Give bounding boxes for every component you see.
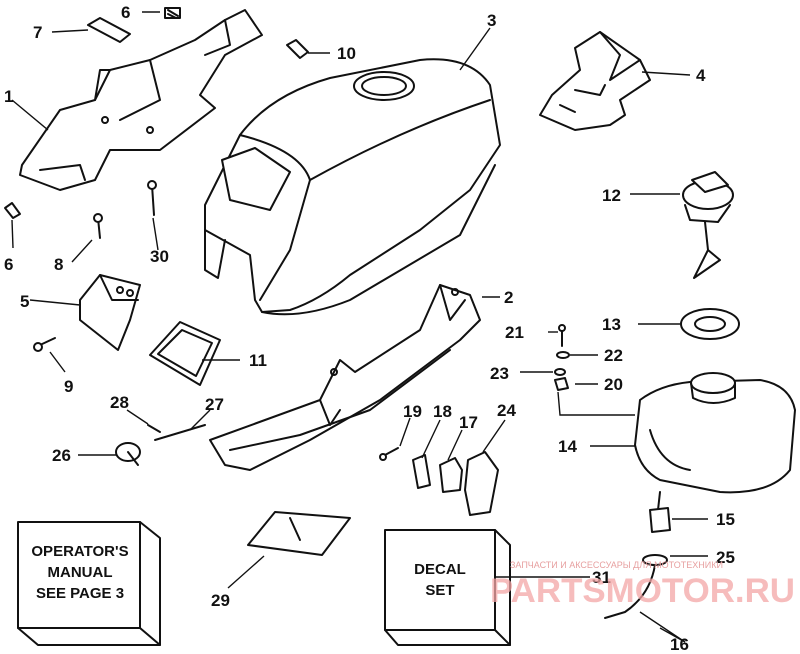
operator-manual-box: OPERATOR'S MANUAL SEE PAGE 3 bbox=[17, 521, 161, 646]
callout-3: 3 bbox=[487, 11, 496, 30]
callout-12: 12 bbox=[602, 186, 621, 205]
washer-part-22 bbox=[556, 351, 570, 359]
callout-1: 1 bbox=[4, 87, 13, 106]
screw-part-6-left bbox=[4, 202, 21, 219]
gasket-part-13 bbox=[680, 308, 740, 340]
pin-part-28 bbox=[147, 424, 161, 433]
callout-25: 25 bbox=[716, 548, 735, 567]
callout-22: 22 bbox=[604, 346, 623, 365]
watermark-tagline: ЗАПЧАСТИ И АКСЕССУАРЫ ДЛЯ МОТОТЕХНИКИ bbox=[510, 560, 723, 570]
pin-part-27 bbox=[154, 424, 206, 441]
callout-17: 17 bbox=[459, 413, 478, 432]
clip-part-7 bbox=[87, 17, 131, 43]
callout-29: 29 bbox=[211, 591, 230, 610]
callout-numbers: 1 2 3 4 5 6 6 7 8 9 10 11 12 13 14 15 16… bbox=[4, 3, 735, 654]
callout-7: 7 bbox=[33, 23, 42, 42]
callout-6-top: 6 bbox=[121, 3, 130, 22]
mount-part-5 bbox=[79, 274, 141, 351]
fuel-cap-part-12 bbox=[682, 171, 734, 279]
grommet-part-10 bbox=[286, 39, 309, 59]
callout-14: 14 bbox=[558, 437, 577, 456]
lower-pan-part-2 bbox=[209, 284, 481, 471]
callout-5: 5 bbox=[20, 292, 29, 311]
latch-part-17 bbox=[439, 457, 463, 493]
callout-13: 13 bbox=[602, 315, 621, 334]
leader-lines bbox=[11, 11, 708, 643]
latch-cover-part-24 bbox=[464, 451, 499, 516]
operator-manual-line1: OPERATOR'S bbox=[31, 543, 128, 560]
callout-11: 11 bbox=[249, 351, 267, 370]
callout-26: 26 bbox=[52, 446, 71, 465]
callout-20: 20 bbox=[604, 375, 623, 394]
decal-set-line1: DECAL bbox=[414, 561, 466, 578]
nut-part-20 bbox=[554, 377, 569, 391]
watermark: ЗАПЧАСТИ И АКСЕССУАРЫ ДЛЯ МОТОТЕХНИКИ PA… bbox=[490, 560, 795, 610]
screw-part-6-top bbox=[164, 7, 181, 19]
engine-cover-part-3 bbox=[204, 58, 501, 316]
washer-part-23 bbox=[554, 368, 566, 376]
decal-set-line2: SET bbox=[425, 582, 454, 599]
callout-28: 28 bbox=[110, 393, 129, 412]
fuel-tank-part-14 bbox=[634, 372, 796, 494]
callout-15: 15 bbox=[716, 510, 735, 529]
decal-set-box: DECAL SET bbox=[384, 529, 511, 646]
callout-24: 24 bbox=[497, 401, 516, 420]
callout-16: 16 bbox=[670, 635, 689, 654]
operator-manual-line3: SEE PAGE 3 bbox=[36, 585, 124, 602]
latch-part-18 bbox=[412, 454, 431, 489]
callout-27: 27 bbox=[205, 395, 224, 414]
hose-part-16 bbox=[604, 564, 656, 619]
callout-2: 2 bbox=[504, 288, 513, 307]
seal-part-11 bbox=[149, 321, 221, 386]
watermark-brand: PARTSMOTOR.RU bbox=[490, 572, 795, 610]
callout-30: 30 bbox=[150, 247, 169, 266]
callout-4: 4 bbox=[696, 66, 706, 85]
screw-part-9 bbox=[33, 337, 56, 352]
operator-manual-line2: MANUAL bbox=[48, 564, 113, 581]
callout-9: 9 bbox=[64, 377, 73, 396]
knob-part-26 bbox=[115, 442, 141, 466]
screw-part-19 bbox=[379, 447, 399, 461]
callout-10: 10 bbox=[337, 44, 356, 63]
left-bracket-part-1 bbox=[19, 9, 263, 191]
plate-part-29 bbox=[247, 511, 351, 556]
right-bracket-part-4 bbox=[539, 31, 651, 131]
callout-6-left: 6 bbox=[4, 255, 13, 274]
callout-31: 31 bbox=[592, 568, 611, 587]
callout-8: 8 bbox=[54, 255, 63, 274]
screw-part-30 bbox=[147, 180, 157, 216]
callout-19: 19 bbox=[403, 402, 422, 421]
fuel-fitting-part-15 bbox=[649, 491, 671, 533]
callout-18: 18 bbox=[433, 402, 452, 421]
callout-21: 21 bbox=[505, 323, 524, 342]
screw-part-8 bbox=[93, 213, 103, 239]
screw-part-21 bbox=[558, 324, 566, 347]
callout-23: 23 bbox=[490, 364, 509, 383]
